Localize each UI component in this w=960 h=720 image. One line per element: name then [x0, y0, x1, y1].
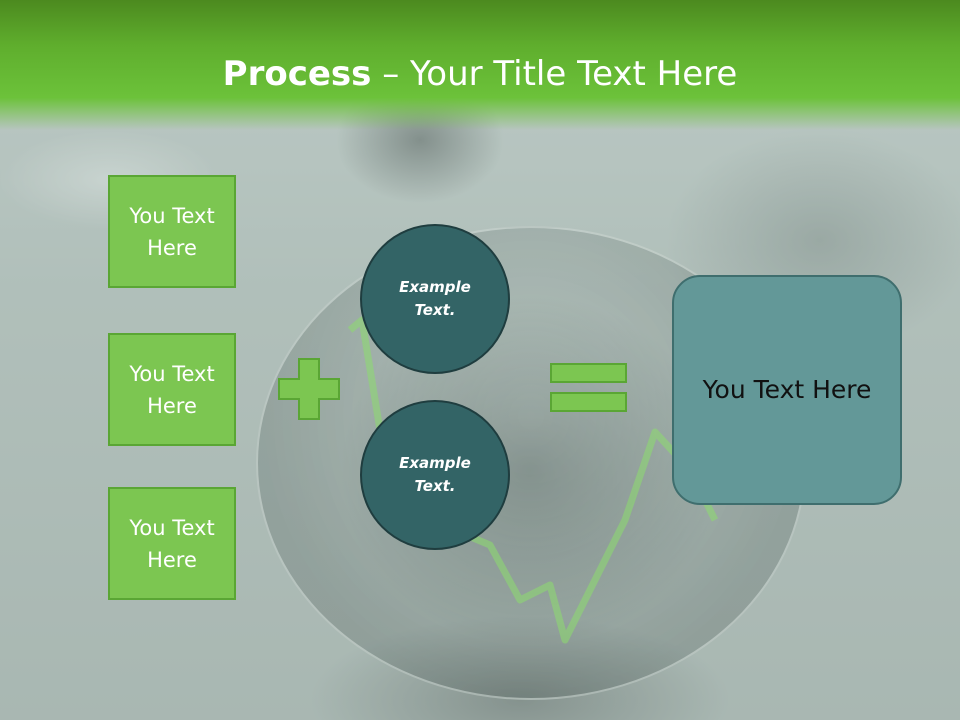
title-bar	[0, 0, 960, 130]
title-separator: –	[371, 54, 411, 94]
result-box[interactable]: You Text Here	[672, 275, 902, 505]
example-circle-2[interactable]: Example Text.	[360, 400, 510, 550]
example-circle-1[interactable]: Example Text.	[360, 224, 510, 374]
text-box-2[interactable]: You Text Here	[108, 333, 236, 446]
text-box-1[interactable]: You Text Here	[108, 175, 236, 288]
text-box-3[interactable]: You Text Here	[108, 487, 236, 600]
equals-bar-bottom	[550, 392, 627, 412]
title-bold-part: Process	[222, 54, 372, 94]
title-rest-part: Your Title Text Here	[410, 54, 738, 94]
plus-icon[interactable]	[278, 358, 340, 420]
slide-title[interactable]: Process – Your Title Text Here	[0, 52, 960, 96]
equals-bar-top	[550, 363, 627, 383]
